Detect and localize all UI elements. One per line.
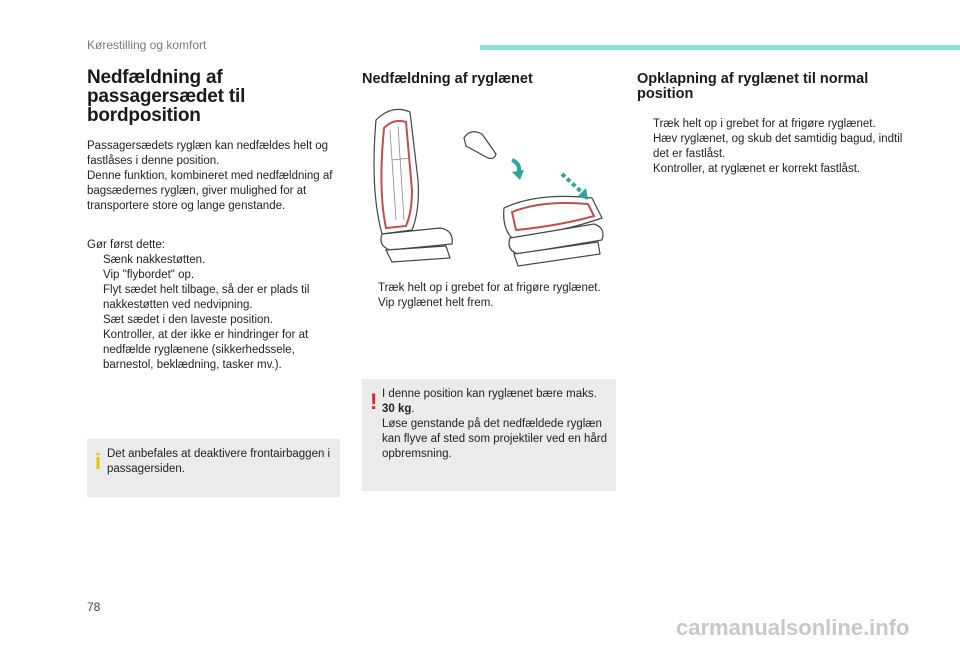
step-item: Vip ryglænet helt frem. xyxy=(378,297,494,309)
step-item: Hæv ryglænet, og skub det samtidig bagud… xyxy=(653,133,903,160)
intro-paragraph-1: Passagersædets ryglæn kan nedfældes helt… xyxy=(87,140,329,167)
warning-icon: ! xyxy=(370,389,378,414)
step-item: Kontroller, at der ikke er hindringer fo… xyxy=(103,329,309,371)
warning-text: I denne position kan ryglænet bære maks.… xyxy=(382,388,608,460)
info-icon: i xyxy=(95,449,102,474)
page-number: 78 xyxy=(87,600,101,614)
weight-limit: 30 kg xyxy=(382,403,412,415)
section-title-nedfaeldning: Nedfældning af ryglænet xyxy=(362,71,533,87)
seat-illustration xyxy=(373,108,604,267)
info-box: i Det anbefales at deaktivere frontairba… xyxy=(87,439,340,497)
step-item: Træk helt op i grebet for at frigøre ryg… xyxy=(653,118,876,130)
column-nedfaeldning-steps: Træk helt op i grebet for at frigøre ryg… xyxy=(362,281,618,311)
section-title-opklapning: Opklapning af ryglænet til normal positi… xyxy=(637,71,869,102)
step-item: Flyt sædet helt tilbage, så der er plads… xyxy=(103,284,310,311)
header-label: Kørestilling og komfort xyxy=(87,38,207,52)
watermark: carmanualsonline.info xyxy=(676,615,910,640)
step-item: Kontroller, at ryglænet er korrekt fastl… xyxy=(653,163,861,175)
column-bordposition: Nedfældning af passagersædet til bordpos… xyxy=(87,68,343,373)
step-item: Træk helt op i grebet for at frigøre ryg… xyxy=(378,282,601,294)
step-item: Sæt sædet i den laveste position. xyxy=(103,314,274,326)
intro-paragraph-2: Denne funktion, kombineret med nedfældni… xyxy=(87,170,333,212)
info-text: Det anbefales at deaktivere frontairbagg… xyxy=(107,448,331,475)
column-opklapning: Opklapning af ryglænet til normal positi… xyxy=(637,68,905,177)
step-item: Sænk nakkestøtten. xyxy=(103,254,206,266)
step-item: Vip "flybordet" op. xyxy=(103,269,195,281)
section-title-bordposition: Nedfældning af passagersædet til bordpos… xyxy=(87,67,246,126)
header-accent-bar xyxy=(480,45,960,50)
first-steps-label: Gør først dette: xyxy=(87,239,165,251)
column-nedfaeldning: Nedfældning af ryglænet xyxy=(362,68,618,87)
warning-box: ! I denne position kan ryglænet bære mak… xyxy=(362,379,616,491)
